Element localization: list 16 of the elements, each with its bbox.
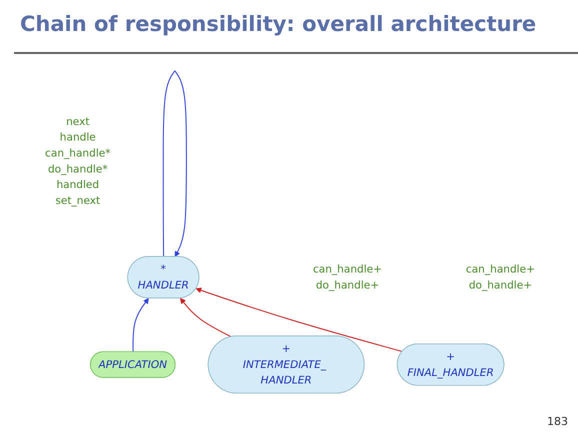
page-number: 183: [547, 415, 568, 428]
node-label: can_handle*: [45, 146, 111, 160]
title: Chain of responsibility: overall architecture: [20, 12, 536, 36]
node-label: next: [66, 114, 90, 128]
arrow: [132, 298, 149, 352]
arrow: [180, 298, 232, 338]
node-label: do_handle+: [468, 278, 532, 292]
arrow: [162, 70, 187, 258]
node-label: set_next: [55, 194, 100, 207]
node-label: do_handle*: [48, 162, 108, 175]
arrow: [196, 288, 403, 352]
node-label: handle: [60, 130, 96, 144]
node-label: do_handle+: [316, 278, 380, 292]
node-label: handled: [56, 178, 100, 191]
node-label: can_handle+: [466, 262, 535, 276]
node-label: can_handle+: [312, 262, 382, 276]
